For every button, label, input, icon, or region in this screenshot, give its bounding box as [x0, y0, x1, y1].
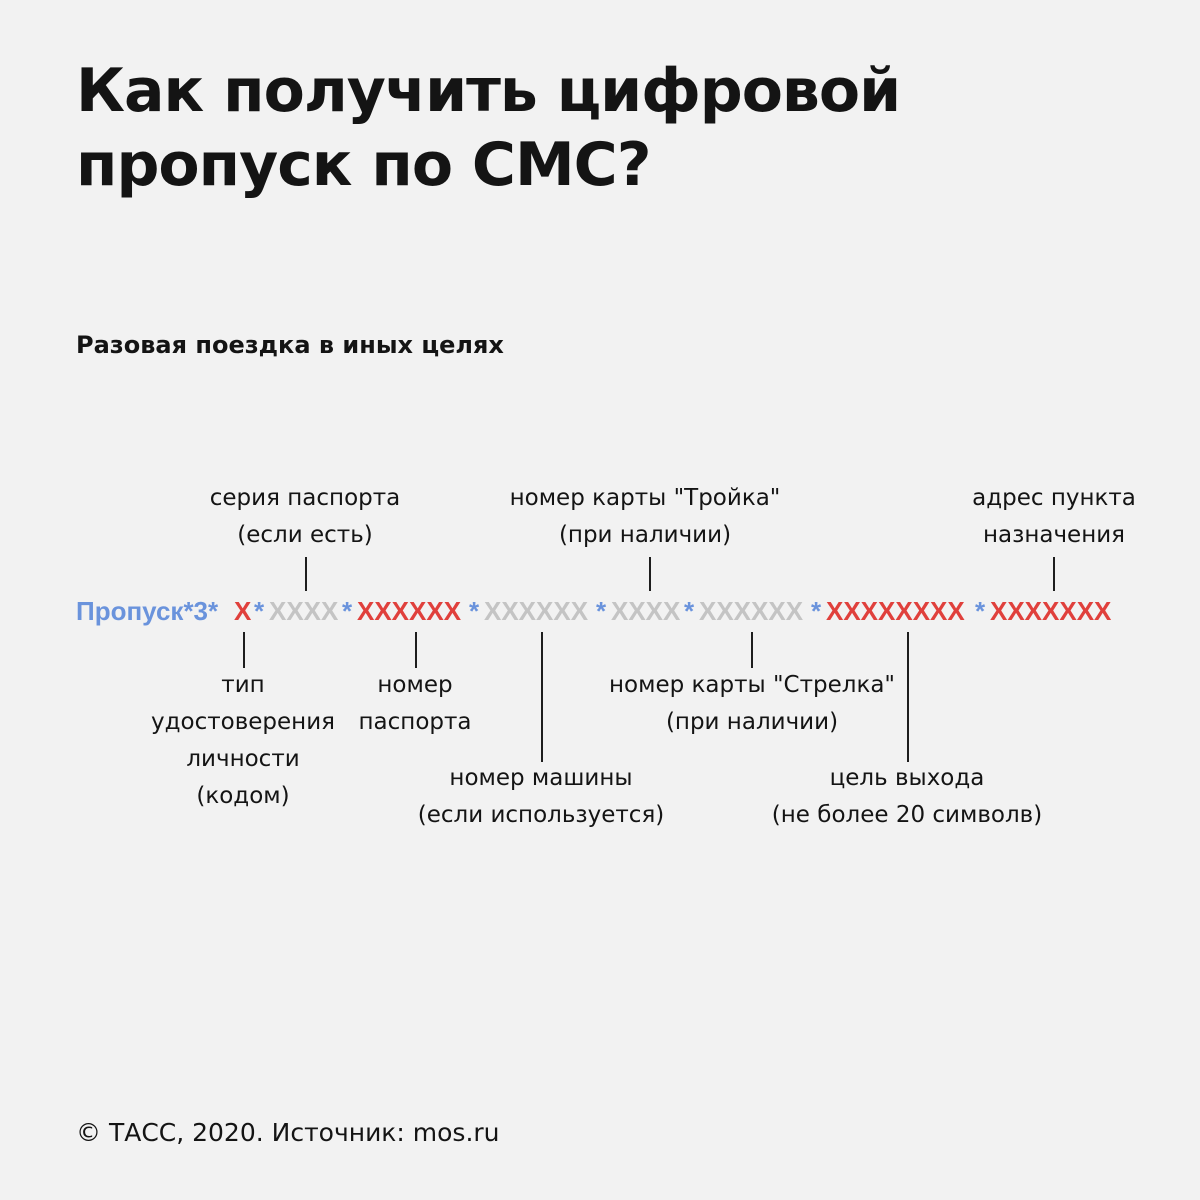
- tick-strelka: [751, 632, 753, 668]
- code-separator: *: [811, 596, 822, 626]
- tick-car-number: [541, 632, 543, 762]
- code-purpose: XXXXXXXX: [826, 596, 965, 626]
- label-line: адрес пункта: [972, 485, 1136, 511]
- label-id-type: тип удостоверения личности (кодом): [103, 667, 383, 815]
- code-address: XXXXXXX: [990, 596, 1112, 626]
- label-line: (при наличии): [665, 709, 839, 735]
- subtitle: Разовая поездка в иных целях: [76, 331, 504, 359]
- label-line: (если используется): [417, 802, 665, 828]
- label-line: (при наличии): [558, 522, 732, 548]
- label-line: номер машины: [449, 765, 633, 791]
- code-separator: *: [684, 596, 695, 626]
- label-line: серия паспорта: [209, 485, 401, 511]
- label-line: номер: [377, 672, 453, 698]
- label-strelka: номер карты "Стрелка" (при наличии): [602, 667, 902, 741]
- label-passport-series: серия паспорта (если есть): [165, 480, 445, 554]
- label-line: номер карты "Стрелка": [608, 672, 896, 698]
- code-separator: *: [975, 596, 986, 626]
- code-car-number: XXXXXX: [484, 596, 589, 626]
- label-line: удостоверения: [151, 709, 335, 735]
- sms-code-template: Пропуск*3* X * XXXX * XXXXXX * XXXXXX * …: [76, 594, 1136, 628]
- title-line-1: Как получить цифровой: [76, 56, 901, 126]
- tick-purpose: [907, 632, 909, 762]
- tick-id-type: [243, 632, 245, 668]
- label-purpose: цель выхода (не более 20 символв): [747, 760, 1067, 834]
- label-address: адрес пункта назначения: [914, 480, 1194, 554]
- code-separator: *: [596, 596, 607, 626]
- code-separator: *: [254, 596, 265, 626]
- code-passport-number: XXXXXX: [357, 596, 462, 626]
- title-line-2: пропуск по СМС?: [76, 130, 652, 200]
- tick-address: [1053, 557, 1055, 591]
- label-line: паспорта: [358, 709, 472, 735]
- label-line: номер карты "Тройка": [509, 485, 781, 511]
- tick-troika: [649, 557, 651, 591]
- label-line: личности: [186, 746, 300, 772]
- page-title: Как получить цифровой пропуск по СМС?: [76, 54, 1116, 202]
- label-line: (кодом): [196, 783, 290, 809]
- label-line: (если есть): [237, 522, 373, 548]
- code-separator: *: [469, 596, 480, 626]
- tick-passport-number: [415, 632, 417, 668]
- tick-passport-series: [305, 557, 307, 591]
- code-id-type: X: [234, 596, 252, 626]
- label-line: (не более 20 символв): [771, 802, 1043, 828]
- code-strelka-card: XXXX: [611, 596, 681, 626]
- label-passport-number: номер паспорта: [275, 667, 555, 741]
- source-footer: © ТАСС, 2020. Источник: mos.ru: [76, 1118, 500, 1147]
- label-line: назначения: [982, 522, 1126, 548]
- code-troika-card: XXXXXX: [699, 596, 804, 626]
- code-separator: *: [342, 596, 353, 626]
- code-passport-series: XXXX: [269, 596, 339, 626]
- label-line: цель выхода: [829, 765, 985, 791]
- label-car-number: номер машины (если используется): [391, 760, 691, 834]
- label-troika: номер карты "Тройка" (при наличии): [505, 480, 785, 554]
- label-line: тип: [221, 672, 265, 698]
- code-prefix: Пропуск*3*: [76, 596, 219, 626]
